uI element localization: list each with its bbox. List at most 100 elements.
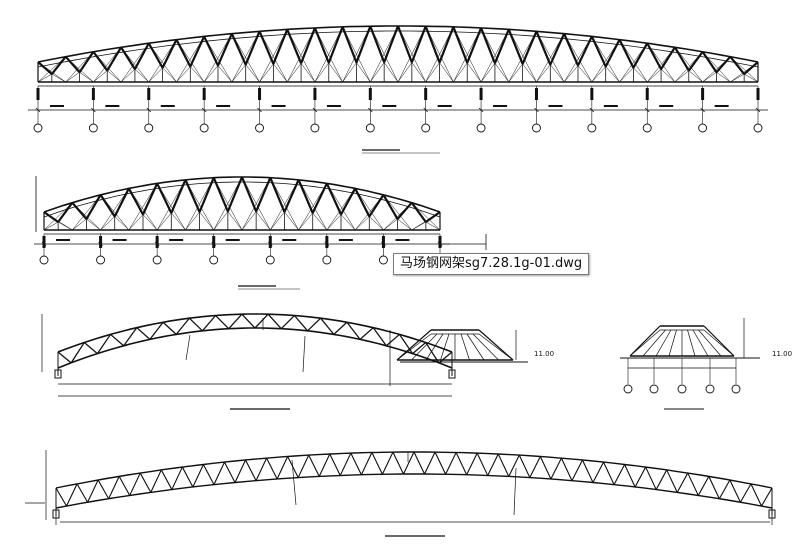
diagonal-web [134, 68, 149, 83]
diagonal-web [314, 27, 329, 29]
diagonal-web [356, 62, 371, 83]
diagonal-web [354, 194, 384, 231]
dimension-text-mark [216, 105, 231, 107]
diagonal-web [255, 211, 271, 231]
diagonal-web [326, 214, 342, 231]
web-diagonal [215, 315, 230, 330]
web-diagonal [87, 479, 99, 503]
web-diagonal [697, 476, 710, 496]
dimension-text-mark [326, 105, 341, 107]
zigzag-web [466, 27, 483, 64]
column-marker [534, 88, 538, 100]
detail-leader [302, 335, 306, 373]
zigzag-web [230, 33, 247, 66]
dome-rib [687, 329, 696, 357]
column-marker [424, 88, 428, 100]
diagonal-web [203, 65, 219, 83]
zigzag-web [286, 28, 303, 64]
axis-bubble [421, 123, 431, 133]
diagonal-web [241, 177, 271, 231]
diagonal-web [508, 31, 537, 83]
diagonal-web [72, 198, 87, 203]
column-marker [99, 236, 103, 248]
web-diagonal [76, 483, 89, 503]
axis-bubble [88, 123, 98, 133]
section-1-1-truss [41, 313, 456, 410]
diagonal-web [494, 63, 509, 83]
diagonal-web [563, 65, 579, 83]
diagonal-web [287, 28, 302, 30]
zigzag-web [175, 39, 192, 68]
diagonal-web [148, 67, 163, 83]
diagonal-web [370, 62, 385, 83]
dimension-tick [644, 107, 650, 113]
diagonal-web [72, 202, 101, 231]
dimension-tick [154, 241, 160, 247]
dimension-tick [700, 107, 705, 113]
web-diagonal [360, 452, 373, 475]
axis-bubble [623, 384, 633, 394]
zigzag-web [189, 35, 206, 68]
zigzag-web [156, 182, 173, 214]
column-marker [258, 88, 262, 100]
diagonal-web [58, 221, 73, 231]
dome-rib [692, 329, 709, 357]
diagonal-web [508, 29, 523, 31]
diagonal-web [245, 64, 260, 83]
dimension-tick [257, 107, 262, 113]
diagonal-web [65, 72, 80, 83]
web-diagonal [150, 469, 162, 493]
dome-rib [440, 333, 450, 361]
diagonal-web [79, 72, 94, 83]
zigzag-web [113, 187, 130, 218]
dimension-text-mark [395, 239, 410, 241]
diagonal-web [203, 36, 233, 83]
dimension-tick [423, 107, 428, 113]
diagonal-web [647, 43, 676, 83]
dimension-text-mark [271, 105, 286, 107]
diagonal-web [270, 211, 285, 231]
dome-rib [698, 329, 722, 357]
dome-rib [466, 333, 485, 361]
zigzag-web [396, 25, 413, 63]
zigzag-web [438, 26, 455, 63]
diagonal-web [619, 39, 634, 42]
diagonal-web [730, 56, 759, 83]
web-diagonal [175, 317, 190, 335]
web-diagonal [392, 451, 404, 475]
axis-bubble [144, 123, 154, 133]
diagonal-web [467, 62, 482, 83]
dimension-text-mark [50, 105, 64, 107]
diagonal-web [647, 68, 662, 83]
diagonal-web [425, 221, 441, 231]
web-diagonal [329, 453, 341, 476]
diagonal-web [259, 31, 288, 83]
web-diagonal [676, 472, 689, 493]
axis-bubble [199, 123, 209, 133]
diagonal-web [148, 39, 177, 83]
diagonal-web [591, 66, 606, 83]
dimension-text-mark [437, 105, 452, 107]
diagonal-web [213, 176, 228, 178]
diagonal-web [453, 62, 468, 83]
column-marker [42, 236, 46, 248]
diagonal-web [100, 191, 115, 196]
diagonal-web [312, 212, 328, 231]
diagonal-web [231, 31, 260, 83]
diagonal-web [326, 188, 356, 231]
dimension-tick [381, 241, 386, 247]
diagonal-web [702, 72, 717, 83]
web-diagonal [266, 457, 278, 480]
column-marker [438, 236, 442, 248]
diagonal-web [298, 179, 328, 231]
axis-bubble [96, 255, 106, 265]
web-diagonal [234, 459, 247, 483]
file-name-tooltip: 马场钢网架sg7.28.1g-01.dwg [393, 253, 590, 275]
diagonal-web [86, 218, 101, 231]
web-diagonal [413, 451, 426, 475]
web-diagonal [297, 454, 310, 478]
zigzag-web [590, 35, 607, 68]
diagonal-web [369, 216, 384, 231]
zigzag-web [563, 33, 580, 66]
